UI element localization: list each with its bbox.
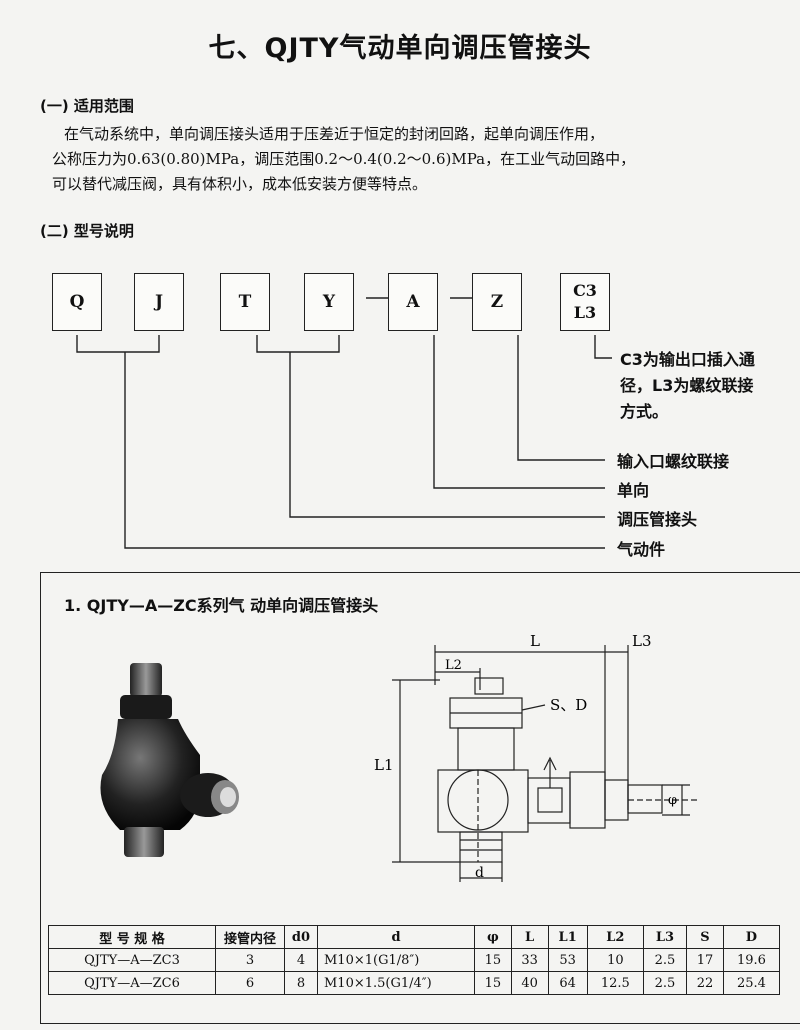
dim-label-d: d: [475, 865, 484, 881]
cell: QJTY—A—ZC6: [48, 971, 216, 995]
spec-table: 型 号 规 格 接管内径 d0 d φ L L1 L2 L3 S D QJTY—…: [48, 925, 781, 995]
header-L1: L1: [547, 925, 588, 949]
dimension-drawing: L L3 L2 S、D L1 d φ: [374, 632, 700, 882]
fitting-photo: [100, 663, 239, 857]
code-l3: L3: [573, 303, 597, 322]
table-row: QJTY—A—ZC6 6 8 M10×1.5(G1/4″) 15 40 64 1…: [48, 971, 781, 995]
cell: 22: [686, 971, 724, 995]
product-title: 1. QJTY—A—ZC系列气 动单向调压管接头: [64, 596, 379, 615]
code-box-j: J: [134, 273, 184, 331]
dim-label-SD: S、D: [550, 696, 587, 714]
cell: 17: [686, 948, 724, 972]
model-code-leader-lines: [76, 297, 612, 549]
dim-label-L1: L1: [374, 756, 394, 774]
header-inner-dia: 接管内径: [215, 925, 285, 949]
code-box-y: Y: [304, 273, 354, 331]
table-row: QJTY—A—ZC3 3 4 M10×1(G1/8″) 15 33 53 10 …: [48, 948, 781, 972]
section-2-heading: (二) 型号说明: [40, 222, 134, 240]
cell: 33: [510, 948, 549, 972]
cell: 25.4: [722, 971, 781, 995]
cell: 40: [510, 971, 549, 995]
header-L: L: [510, 925, 549, 949]
cell: 2.5: [642, 971, 688, 995]
header-model: 型 号 规 格: [48, 925, 216, 949]
note-c3-line1: C3为输出口插入通: [620, 350, 755, 369]
note-c3-line2: 径，L3为螺纹联接: [620, 376, 754, 395]
cell: 10: [586, 948, 644, 972]
header-L3: L3: [642, 925, 688, 949]
header-d0: d0: [284, 925, 318, 949]
code-box-c3-l3: C3 L3: [560, 273, 610, 331]
cell: 6: [215, 971, 285, 995]
cell: 19.6: [722, 948, 781, 972]
paragraph-line: 在气动系统中，单向调压接头适用于压差近于恒定的封闭回路，起单向调压作用，: [64, 125, 605, 143]
note-qj: 气动件: [617, 540, 666, 559]
dim-label-phi: φ: [668, 793, 677, 808]
cell: 3: [215, 948, 285, 972]
cell: M10×1.5(G1/4″): [317, 971, 475, 995]
section-1-paragraph: 在气动系统中，单向调压接头适用于压差近于恒定的封闭回路，起单向调压作用， 公称压…: [52, 122, 792, 197]
note-c3-line3: 方式。: [620, 402, 669, 421]
table-header-row: 型 号 规 格 接管内径 d0 d φ L L1 L2 L3 S D: [48, 925, 781, 949]
cell: QJTY—A—ZC3: [48, 948, 216, 972]
note-a: 单向: [617, 481, 650, 500]
cell: 8: [284, 971, 318, 995]
page-title: 七、QJTY气动单向调压管接头: [208, 33, 592, 64]
paragraph-line: 可以替代减压阀，具有体积小，成本低安装方便等特点。: [52, 175, 428, 193]
dim-label-L2: L2: [445, 658, 462, 673]
header-d: d: [317, 925, 475, 949]
code-box-t: T: [220, 273, 270, 331]
header-S: S: [686, 925, 724, 949]
note-z: 输入口螺纹联接: [617, 452, 730, 471]
cell: 2.5: [642, 948, 688, 972]
header-L2: L2: [586, 925, 644, 949]
product-frame: [40, 572, 800, 1024]
code-box-z: Z: [472, 273, 522, 331]
note-ty: 调压管接头: [617, 510, 698, 529]
cell: 12.5: [586, 971, 644, 995]
header-phi: φ: [474, 925, 512, 949]
code-c3: C3: [573, 281, 597, 300]
dim-label-L3: L3: [632, 632, 652, 650]
cell: 15: [474, 948, 512, 972]
paragraph-line: 公称压力为0.63(0.80)MPa，调压范围0.2～0.4(0.2～0.6)M…: [52, 150, 636, 168]
cell: 15: [474, 971, 512, 995]
cell: M10×1(G1/8″): [317, 948, 475, 972]
section-1-heading: (一) 适用范围: [40, 97, 134, 115]
dim-label-L: L: [530, 632, 540, 650]
cell: 4: [284, 948, 318, 972]
cell: 64: [547, 971, 588, 995]
code-box-q: Q: [52, 273, 102, 331]
code-box-a: A: [388, 273, 438, 331]
header-D: D: [722, 925, 781, 949]
cell: 53: [547, 948, 588, 972]
